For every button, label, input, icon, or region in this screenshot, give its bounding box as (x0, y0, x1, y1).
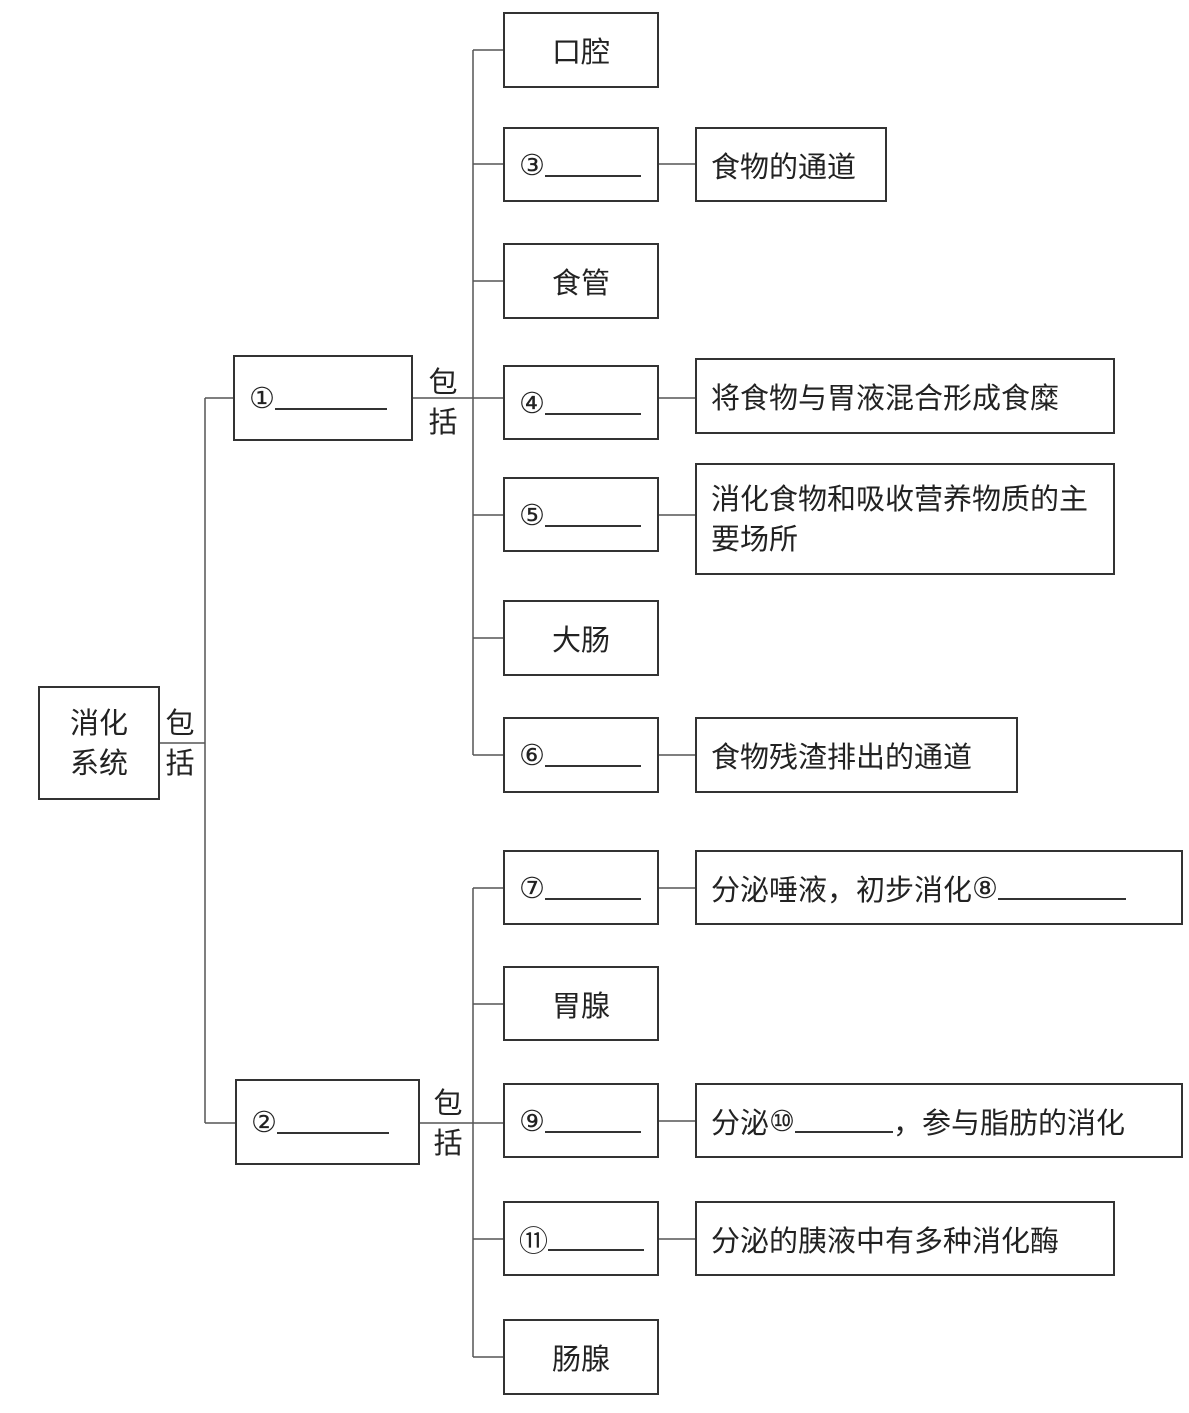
level1-box-1: ① (233, 355, 413, 441)
answer-blank[interactable] (998, 876, 1127, 900)
blank-number: ④ (519, 385, 545, 420)
organ-label: 胃腺 (551, 988, 610, 1023)
desc-text: 食物残渣排出的通道 (711, 740, 973, 774)
desc-box-3: 食物的通道 (695, 127, 887, 202)
blank-number: ① (249, 381, 275, 415)
desc-text: 食物的通道 (711, 149, 857, 184)
organ-box-4: ④ (503, 365, 659, 440)
blank-number: ⑨ (519, 1103, 545, 1138)
blank-number: ⑩ (769, 1103, 796, 1138)
desc-text: 分泌的胰液中有多种消化酶 (711, 1223, 1060, 1258)
gland-box-intestinal: 肠腺 (503, 1319, 659, 1395)
organ-label: 食管 (551, 266, 610, 300)
gland-box-gastric: 胃腺 (503, 966, 659, 1041)
include-label-root: 包括 (162, 703, 198, 783)
root-line1: 消化 (69, 706, 128, 740)
include-char2: 括 (428, 405, 458, 439)
gland-box-9: ⑨ (503, 1083, 659, 1158)
root-line2: 系统 (69, 746, 128, 780)
desc-text: 分泌唾液，初步消化 (711, 872, 973, 907)
answer-blank[interactable] (545, 153, 641, 177)
organ-box-large-intestine: 大肠 (503, 600, 659, 676)
blank-number: ⑤ (519, 497, 545, 532)
blank-number: ② (251, 1105, 277, 1139)
root-box-digestive-system: 消化 系统 (38, 686, 160, 800)
answer-blank[interactable] (545, 391, 641, 415)
answer-blank[interactable] (795, 1109, 894, 1133)
include-char1: 包 (165, 706, 195, 740)
organ-box-5: ⑤ (503, 477, 659, 552)
desc-box-6: 食物残渣排出的通道 (695, 717, 1018, 793)
desc-box-11: 分泌的胰液中有多种消化酶 (695, 1201, 1115, 1276)
include-label-2: 包括 (430, 1083, 466, 1163)
organ-box-3: ③ (503, 127, 659, 202)
blank-number: ③ (519, 147, 545, 182)
desc-text: ，参与脂肪的消化 (893, 1105, 1126, 1140)
gland-box-7: ⑦ (503, 850, 659, 925)
blank-number: ⑦ (519, 870, 545, 905)
organ-box-6: ⑥ (503, 717, 659, 793)
answer-blank[interactable] (275, 386, 387, 410)
organ-label: 口腔 (551, 35, 610, 69)
blank-number: ⑧ (972, 870, 999, 905)
organ-box-esophagus: 食管 (503, 243, 659, 319)
answer-blank[interactable] (277, 1110, 389, 1134)
desc-text: 分泌 (711, 1105, 770, 1140)
level1-box-2: ② (235, 1079, 420, 1165)
include-char2: 括 (433, 1126, 463, 1160)
organ-box-mouth: 口腔 (503, 12, 659, 88)
desc-text: 将食物与胃液混合形成食糜 (711, 381, 1060, 415)
blank-number: ⑪ (519, 1223, 549, 1258)
answer-blank[interactable] (545, 743, 641, 767)
organ-label: 大肠 (551, 623, 610, 657)
answer-blank[interactable] (545, 503, 641, 527)
include-char1: 包 (428, 365, 458, 399)
answer-blank[interactable] (545, 1109, 641, 1133)
answer-blank[interactable] (545, 876, 641, 900)
answer-blank[interactable] (548, 1227, 645, 1251)
include-char2: 括 (165, 746, 195, 780)
include-label-1: 包括 (425, 362, 461, 442)
desc-box-5: 消化食物和吸收营养物质的主要场所 (695, 463, 1115, 575)
desc-text: 消化食物和吸收营养物质的主要场所 (711, 482, 1089, 556)
blank-number: ⑥ (519, 738, 545, 772)
include-char1: 包 (433, 1086, 463, 1120)
organ-label: 肠腺 (551, 1342, 610, 1376)
desc-box-4: 将食物与胃液混合形成食糜 (695, 358, 1115, 434)
gland-box-11: ⑪ (503, 1201, 659, 1276)
